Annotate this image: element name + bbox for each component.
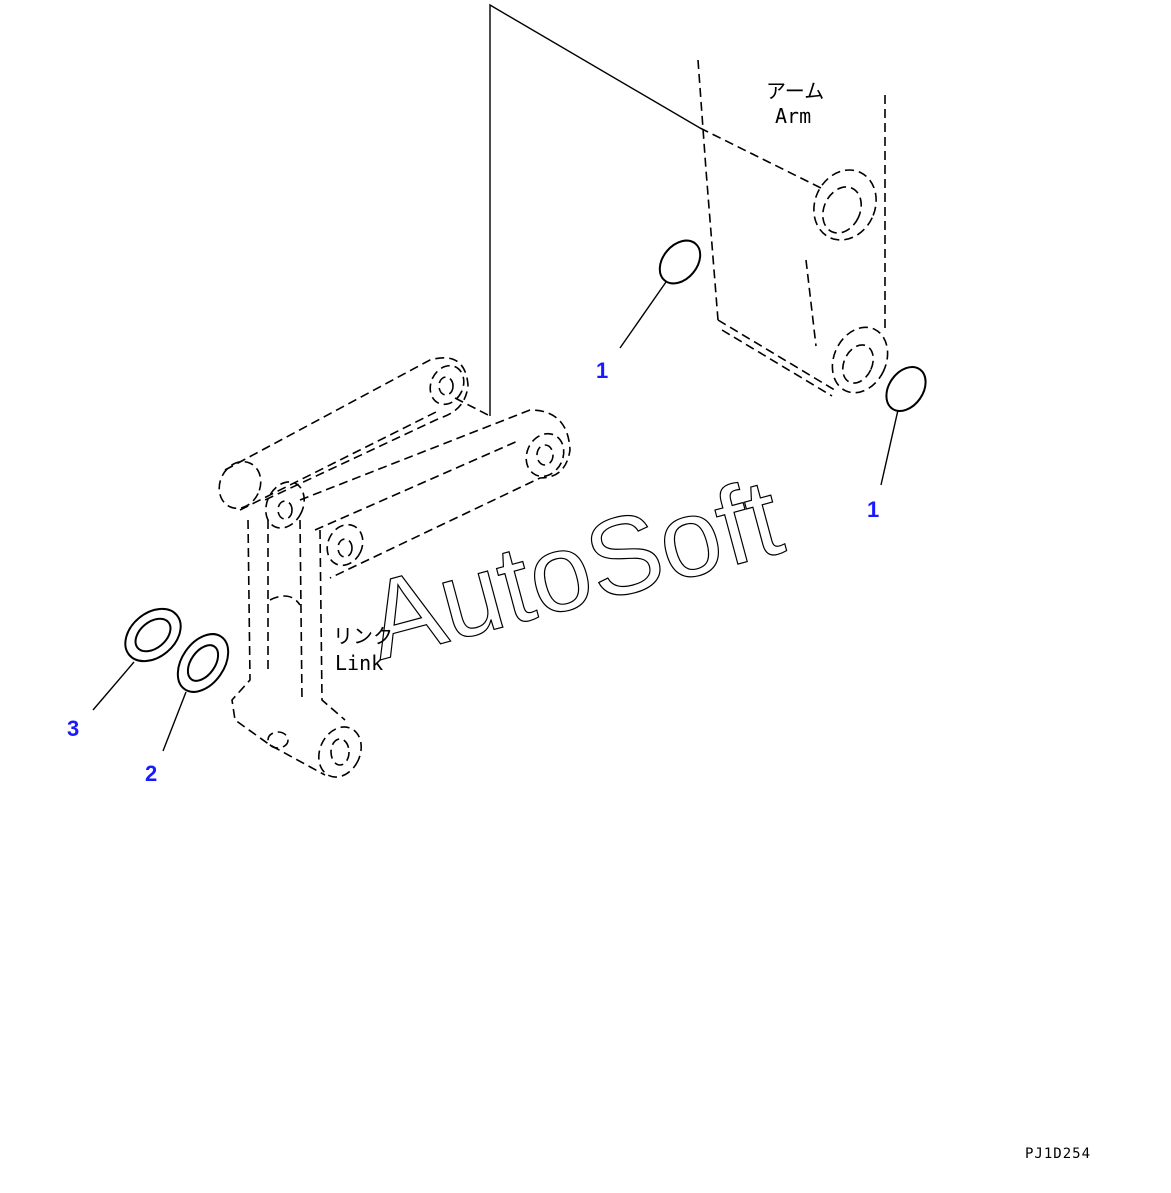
callout-3[interactable]: 3 (67, 716, 79, 741)
callout-2[interactable]: 2 (145, 761, 157, 786)
arm-outline (697, 59, 889, 397)
part-1-upper[interactable] (619, 233, 708, 349)
reference-line (454, 3, 826, 417)
arm-label-en: Arm (775, 104, 811, 128)
link-label-en: Link (335, 651, 383, 675)
drawing-code: PJ1D254 (1025, 1146, 1091, 1162)
arm-label-jp: アーム (766, 79, 824, 103)
part-3-washer[interactable] (92, 598, 191, 711)
part-2-washer[interactable] (162, 625, 239, 752)
link-outline (218, 357, 571, 778)
part-1-lower[interactable] (878, 360, 933, 486)
callout-1-lower[interactable]: 1 (867, 497, 879, 522)
watermark: AutoSoft (354, 455, 793, 683)
link-label-jp: リンク (333, 624, 393, 648)
callout-1-upper[interactable]: 1 (596, 358, 608, 383)
